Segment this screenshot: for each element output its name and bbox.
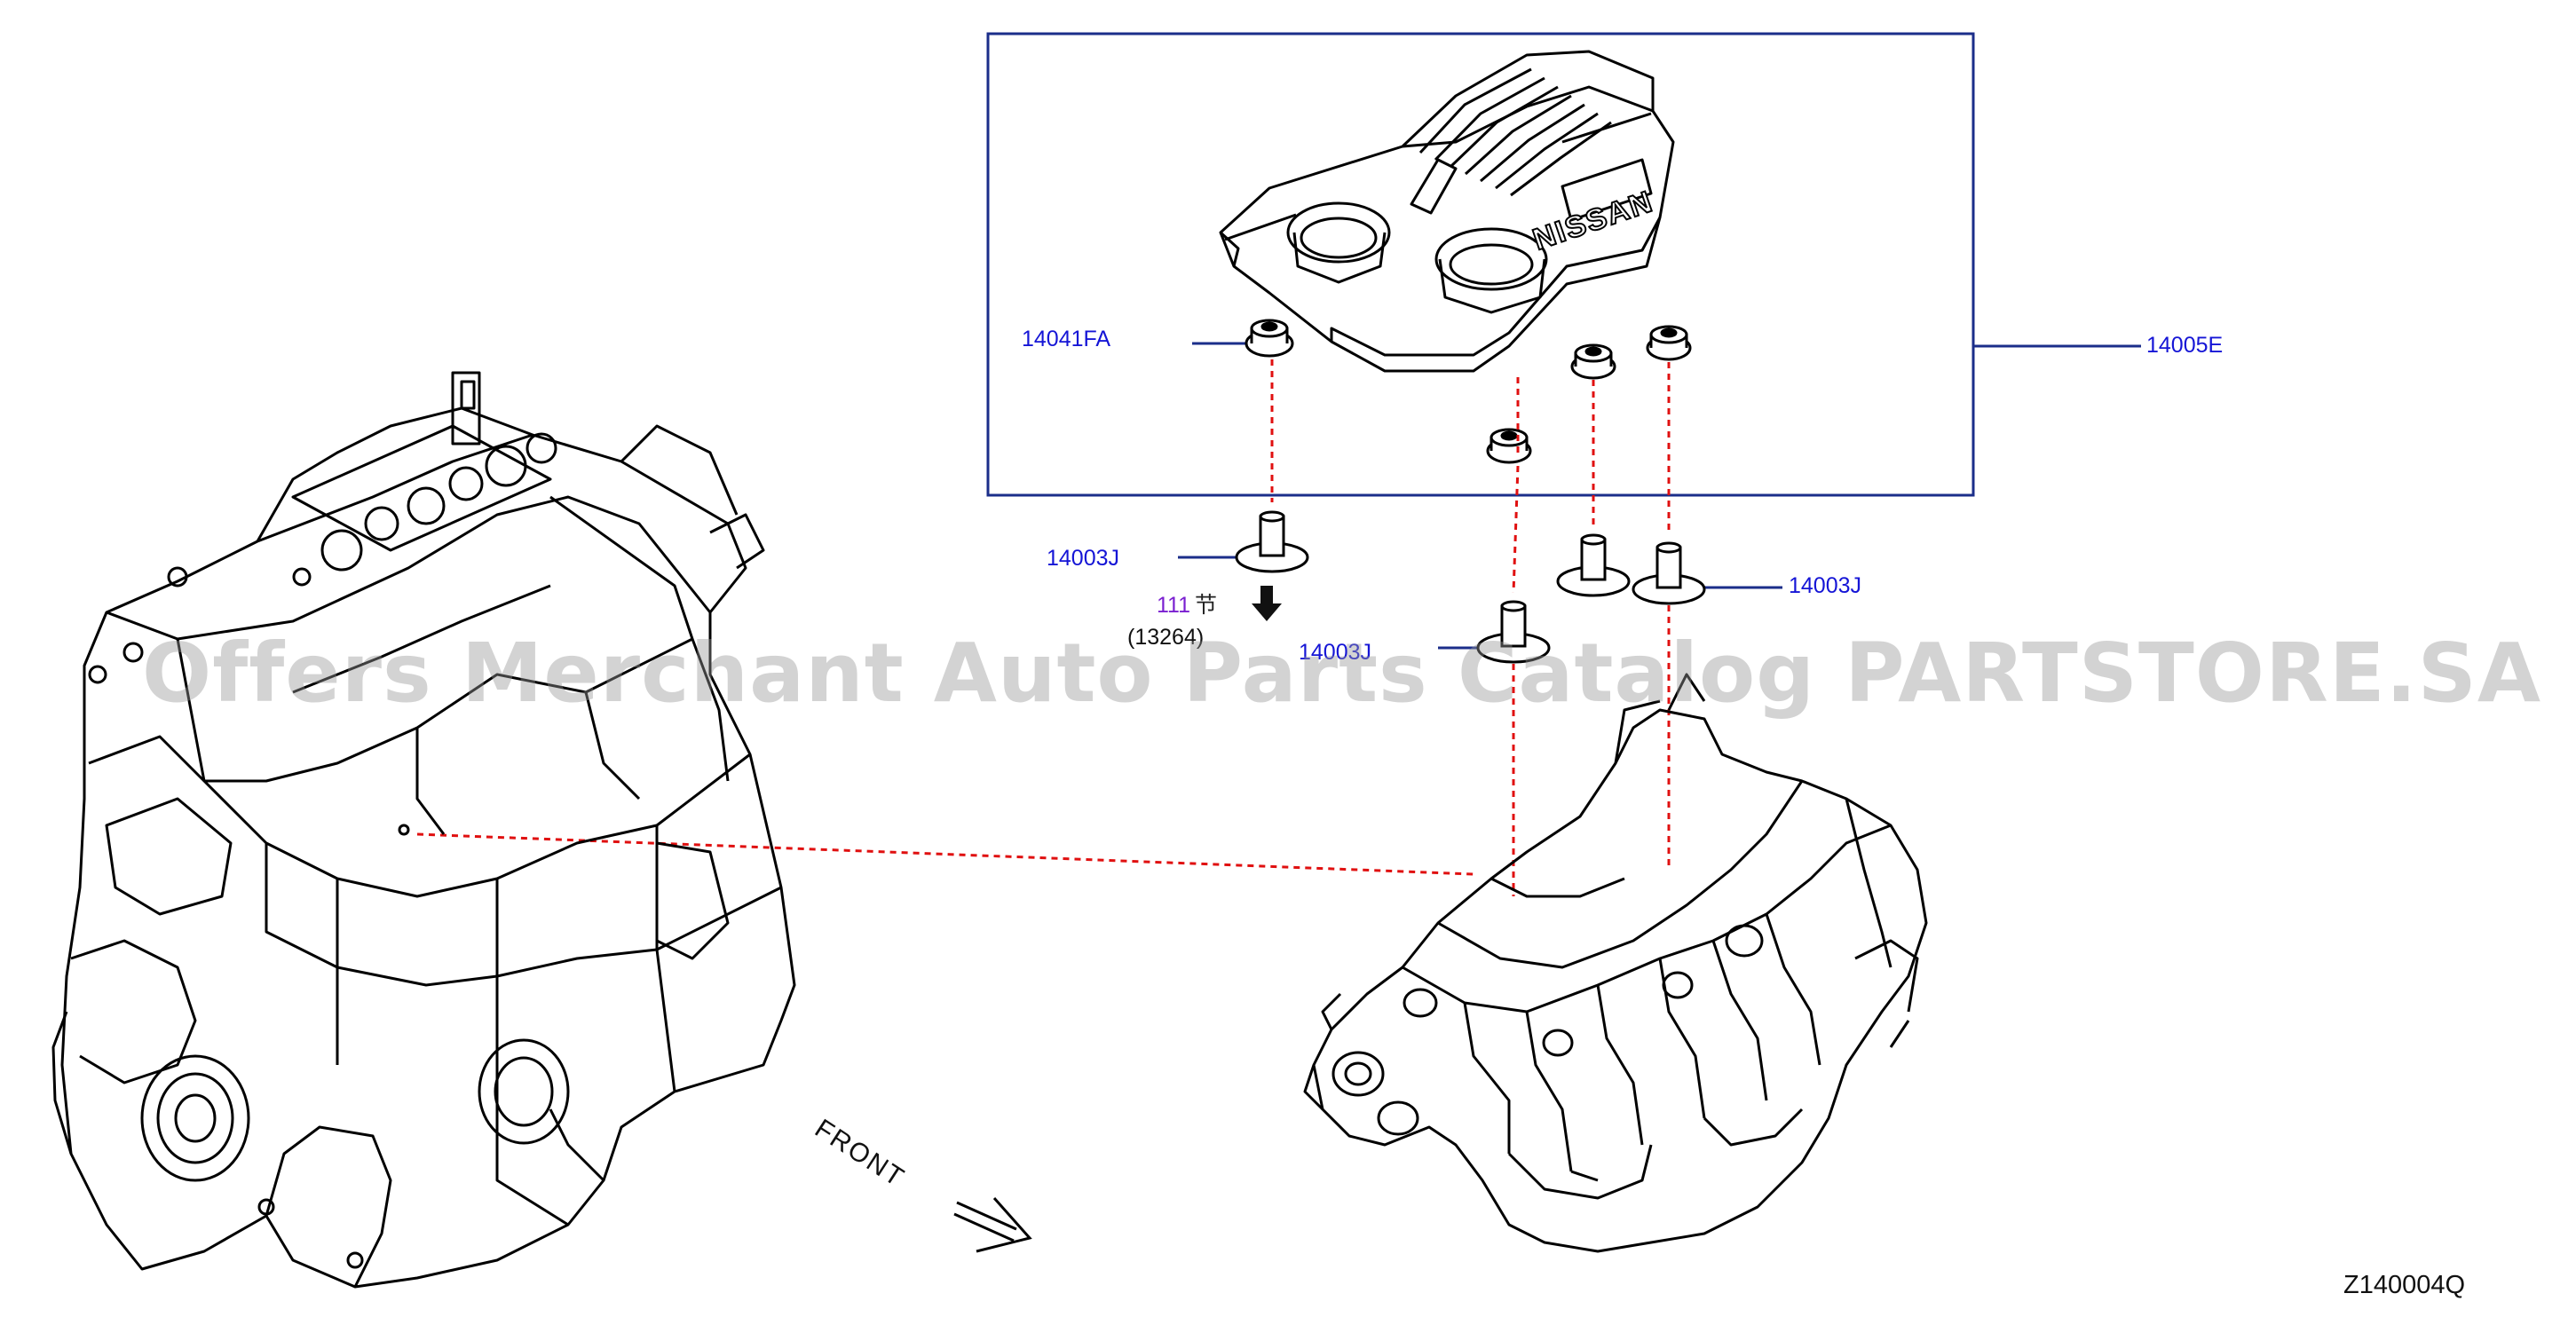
stud-bolt-left [1235,510,1309,573]
part-label-14005e[interactable]: 14005E [2146,333,2224,358]
stud-bolt-right-a [1556,533,1631,597]
part-label-14003j-left[interactable]: 14003J [1047,546,1120,571]
reference-subgroup-text: (13264) [1127,625,1205,650]
assembly-dashed-lines [416,359,1671,896]
part-label-14003j-center[interactable]: 14003J [1299,640,1372,665]
clip-grommet-right-a [1570,343,1616,380]
reference-number-link[interactable]: 111 [1157,593,1191,618]
clip-grommet-14041fa [1245,319,1294,358]
part-label-14041fa[interactable]: 14041FA [1022,327,1111,351]
diagram-code: Z140004Q [2343,1271,2466,1299]
front-direction-arrow [953,1197,1032,1253]
engine-block-illustration [51,371,796,1289]
stud-bolt-center [1476,600,1551,664]
clip-grommet-right-b [1646,325,1692,361]
part-label-14003j-right[interactable]: 14003J [1789,573,1862,598]
intake-manifold-illustration [1303,673,1928,1253]
nissan-brand-text: NISSAN [1529,185,1657,257]
cover-callout-frame [986,32,1975,497]
reference-section-glyph: 节 [1195,593,1218,618]
clip-grommet-center [1486,428,1532,464]
engine-cover-illustration [1219,50,1675,373]
stud-bolt-right-b [1632,541,1706,605]
reference-down-arrow [1252,586,1282,621]
